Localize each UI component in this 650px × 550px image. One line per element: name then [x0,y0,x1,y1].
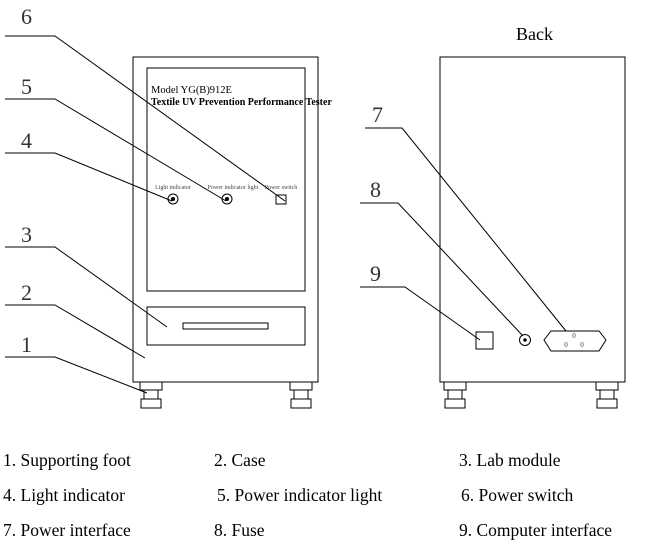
power-socket [543,330,607,352]
model-label: Model YG(B)912E [151,85,232,96]
front-foot-right [289,381,313,409]
callout-5: 5 [21,74,32,99]
front-case [132,56,319,383]
legend-item-2: 2. Case [214,450,266,470]
back-foot-right [595,381,619,409]
lab-module [146,306,306,346]
light-indicator-label: Light indicator [155,185,191,191]
legend-item-4: 4. Light indicator [3,485,125,505]
front-foot-left [139,381,163,409]
back-label: Back [516,24,553,44]
leader-lines [5,35,567,394]
power-indicator-label: Power indicator light [208,185,259,191]
legend-item-5: 5. Power indicator light [217,485,383,505]
power-switch-button [275,194,287,205]
lab-module-slot [182,322,269,330]
back-foot-left [443,381,467,409]
device-title: Textile UV Prevention Performance Tester [151,97,332,108]
legend-item-6: 6. Power switch [461,485,574,505]
legend-item-1: 1. Supporting foot [3,450,131,470]
callout-2: 2 [21,280,32,305]
legend-item-7: 7. Power interface [3,520,131,540]
callout-9: 9 [370,261,381,286]
socket-mark-top: 0 [572,332,576,340]
legend-item-8: 8. Fuse [214,520,265,540]
computer-interface-port [475,331,494,350]
back-case [439,56,626,383]
front-panel [146,67,306,292]
device-diagram: Model YG(B)912E Textile UV Prevention Pe… [5,4,626,409]
legend-item-9: 9. Computer interface [459,520,613,540]
callout-1: 1 [21,332,32,357]
parts-legend: 1. Supporting foot 2. Case 3. Lab module… [0,448,650,550]
legend-item-3: 3. Lab module [459,450,561,470]
power-switch-label: Power switch [265,185,298,191]
callout-6: 6 [21,4,32,29]
socket-mark-left: 0 [564,341,568,349]
callout-3: 3 [21,222,32,247]
callout-8: 8 [370,177,381,202]
callout-7: 7 [372,102,383,127]
socket-mark-right: 0 [580,341,584,349]
callout-4: 4 [21,128,32,153]
fuse-holder [519,334,531,346]
